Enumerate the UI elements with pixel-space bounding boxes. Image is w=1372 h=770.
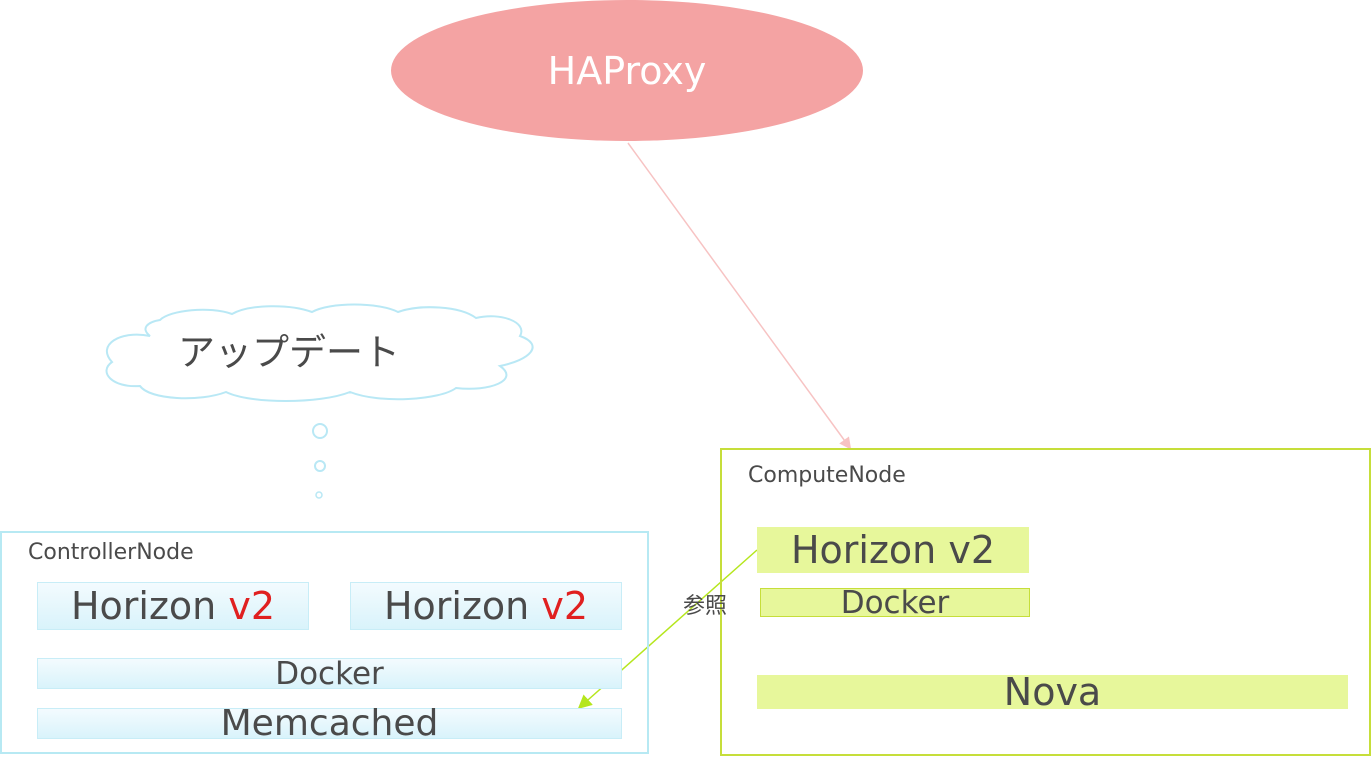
compute-node-title: ComputeNode (748, 463, 906, 488)
horizon-name: Horizon (383, 584, 542, 628)
horizon-name: Horizon (70, 584, 229, 628)
compute-node-box (720, 448, 1371, 756)
thought-bubble-medium (314, 460, 326, 472)
controller-horizon-1: Horizon v2 (37, 582, 309, 630)
compute-docker-bar: Docker (760, 585, 1030, 621)
horizon-version: v2 (541, 584, 589, 628)
controller-docker-bar: Docker (37, 656, 622, 692)
thought-bubble-small (315, 491, 323, 499)
haproxy-node: HAProxy (391, 0, 863, 141)
thought-bubble-large (312, 423, 328, 439)
haproxy-label: HAProxy (547, 48, 707, 93)
controller-horizon-2: Horizon v2 (350, 582, 622, 630)
update-bubble-label: アップデート (178, 331, 400, 374)
controller-memcached-bar: Memcached (37, 703, 622, 744)
compute-nova-bar: Nova (757, 670, 1348, 714)
controller-node-title: ControllerNode (28, 540, 194, 565)
update-cloud-shape (105, 303, 534, 402)
haproxy-to-compute-arrow (627, 142, 852, 450)
controller-node-box (0, 531, 649, 754)
reference-label: 参照 (683, 594, 728, 619)
horizon-version: v2 (228, 584, 276, 628)
compute-horizon-bar: Horizon v2 (757, 527, 1029, 573)
